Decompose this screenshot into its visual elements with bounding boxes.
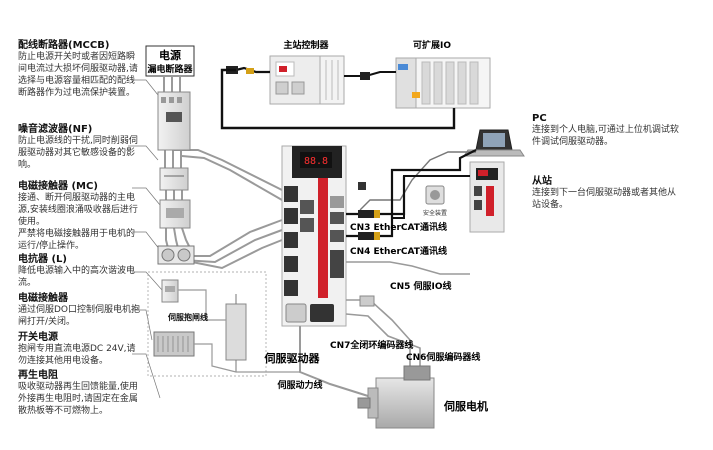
- breaker-label: 漏电断路器: [147, 63, 193, 75]
- nf-desc: 防止电源线的干扰,同时削弱伺服驱动器对其它敏感设备的影响。: [18, 136, 138, 170]
- main-servo-drive: 88.8: [281, 145, 347, 327]
- brake-contactor: [161, 279, 179, 303]
- cn3-label: CN3 EtherCAT通讯线: [350, 221, 447, 233]
- cn6-cable: [345, 313, 421, 372]
- mc-block: 电磁接触器 (MC) 接通、断开伺服驱动器的主电源,安装线圈浪涌吸收器后进行使用…: [18, 177, 140, 252]
- psu-block: 开关电源 抱闸专用直流电源DC 24V,请勿连接其他用电设备。: [18, 328, 140, 367]
- mccb-desc: 防止电源开关时或者因短路瞬间电流过大损坏伺服驱动器,请选择与电源容量相匹配的配线…: [18, 52, 138, 98]
- drive-display: 88.8: [304, 156, 328, 167]
- brake-mc-block: 电磁接触器 通过伺服DO口控制伺服电机抱闸打开/关闭。: [18, 289, 140, 328]
- pc-block: PC 连接到个人电脑,可通过上位机调试软件调试伺服驱动器。: [532, 113, 682, 148]
- brake-group-frame: [147, 271, 267, 377]
- mc-desc: 接通、断开伺服驱动器的主电源,安装线圈浪涌吸收器后进行使用。 严禁将电磁接触器用…: [18, 193, 138, 251]
- pc-usb-cable: [359, 151, 476, 211]
- leader-lines: [128, 79, 163, 399]
- io-link-cable: [344, 71, 396, 80]
- expand-io-module: [395, 57, 491, 109]
- expand-io-label: 可扩展IO: [413, 39, 451, 51]
- regen-resistor: [225, 294, 247, 372]
- regen-block: 再生电阻 吸收驱动器再生回馈能量,使用外接再生电阻时,请固定在金属散热板等不可燃…: [18, 366, 140, 417]
- pc-laptop: [463, 129, 525, 157]
- magnetic-contactor: [159, 199, 191, 229]
- reactor-desc: 降低电源输入中的高次谐波电流。: [18, 266, 136, 288]
- cn5-cable: [346, 261, 470, 275]
- cn7-label: CN7全闭环编码器线: [330, 339, 413, 351]
- cn7-cable: [346, 299, 411, 370]
- mc-title: 电磁接触器 (MC): [18, 181, 98, 192]
- noise-filter: [159, 167, 189, 191]
- pc-desc: 连接到个人电脑,可通过上位机调试软件调试伺服驱动器。: [532, 125, 679, 147]
- nf-title: 噪音滤波器(NF): [18, 124, 93, 135]
- brake-mc-title: 电磁接触器: [18, 293, 68, 304]
- reactor-block: 电抗器 (L) 降低电源输入中的高次谐波电流。: [18, 250, 140, 289]
- psu-desc: 抱闸专用直流电源DC 24V,请勿连接其他用电设备。: [18, 344, 136, 366]
- nf-block: 噪音滤波器(NF) 防止电源线的干扰,同时削弱伺服驱动器对其它敏感设备的影响。: [18, 120, 140, 171]
- safety-label: 安全装置: [423, 209, 447, 217]
- mccb-block: 配线断路器(MCCB) 防止电源开关时或者因短路瞬间电流过大损坏伺服驱动器,请选…: [18, 36, 140, 99]
- power-label: 电源: [159, 48, 181, 62]
- reactor-title: 电抗器 (L): [18, 254, 67, 265]
- slave-desc: 连接到下一台伺服驱动器或者其他从站设备。: [532, 188, 677, 210]
- ethercat-loop-cable: [220, 68, 456, 130]
- master-controller: [269, 55, 345, 105]
- servo-motor-label: 伺服电机: [443, 399, 488, 413]
- encoder-plug: [359, 295, 375, 307]
- brake-line-label: 伺服抱闸线: [167, 312, 208, 322]
- psu-title: 开关电源: [18, 332, 58, 343]
- mccb-title: 配线断路器(MCCB): [18, 40, 110, 51]
- slave-servo-drive: [469, 161, 505, 233]
- power-label-box: [145, 45, 195, 77]
- slave-block: 从站 连接到下一台伺服驱动器或者其他从站设备。: [532, 172, 682, 211]
- cn3-cable: [346, 176, 406, 218]
- regen-title: 再生电阻: [18, 370, 58, 381]
- brake-mc-desc: 通过伺服DO口控制伺服电机抱闸打开/关闭。: [18, 305, 141, 327]
- servo-drive-label: 伺服驱动器: [264, 351, 321, 365]
- cn4-label: CN4 EtherCAT通讯线: [350, 245, 447, 257]
- cn5-label: CN5 伺服IO线: [390, 280, 452, 292]
- pc-title: PC: [532, 113, 547, 124]
- servo-motor: [357, 365, 435, 429]
- regen-desc: 吸收驱动器再生回馈能量,使用外接再生电阻时,请固定在金属散热板等不可燃物上。: [18, 382, 138, 416]
- reactor: [157, 245, 195, 265]
- master-label: 主站控制器: [283, 39, 329, 51]
- cn4-cable: [346, 149, 477, 240]
- cn6-label: CN6伺服编码器线: [406, 351, 480, 363]
- slave-title: 从站: [532, 176, 552, 187]
- power-line-label: 伺服动力线: [276, 379, 322, 391]
- brake-wiring: [178, 289, 300, 373]
- pc-usb-plug: [358, 182, 366, 190]
- mccb-breaker: [157, 91, 191, 151]
- safety-device: [425, 185, 445, 205]
- switching-psu: [153, 331, 195, 357]
